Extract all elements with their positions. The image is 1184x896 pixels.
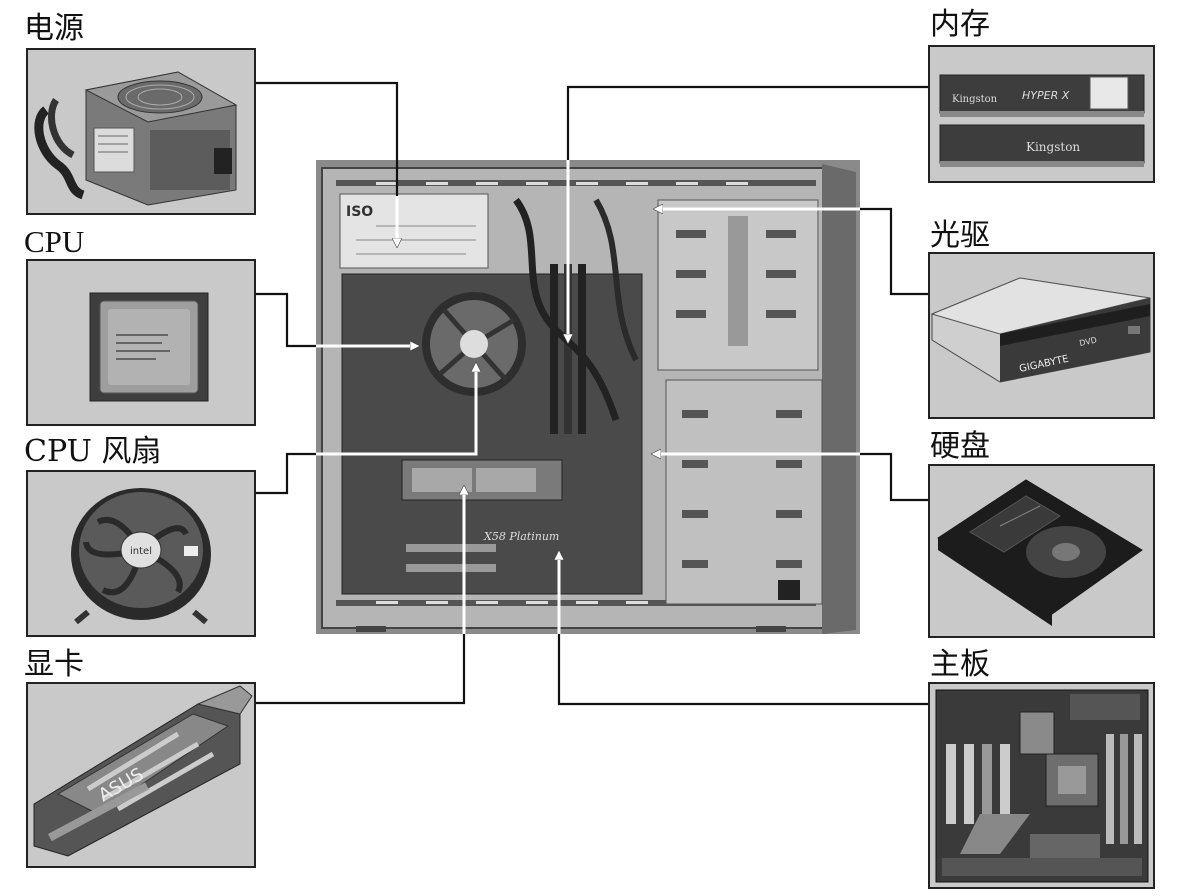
cpu-fan-connector xyxy=(256,452,316,495)
gpu-connector xyxy=(256,634,466,705)
ram-image: Kingston HYPER X Kingston xyxy=(928,45,1155,183)
optical-connector xyxy=(860,207,928,296)
cpu-fan-brand-text: intel xyxy=(130,546,152,557)
case-psu-brand-text: ISO xyxy=(346,204,373,220)
gpu-label: 显卡 xyxy=(24,647,84,682)
ram-label: 内存 xyxy=(930,7,990,42)
hdd-label: 硬盘 xyxy=(930,429,990,464)
ram-brand-text: Kingston xyxy=(952,94,998,105)
optical-drive-label: 光驱 xyxy=(930,218,990,253)
ram-series-text: HYPER X xyxy=(1022,89,1070,102)
psu-label: 电源 xyxy=(24,11,84,46)
psu-image xyxy=(26,48,256,215)
cpu-label: CPU xyxy=(24,224,85,259)
hdd-connector xyxy=(860,452,928,502)
cpu-connector xyxy=(256,292,316,348)
ram-brand-text-2: Kingston xyxy=(1026,140,1080,154)
case-board-text: X58 Platinum xyxy=(483,530,559,543)
cpu-fan-label: CPU 风扇 xyxy=(24,434,162,469)
motherboard-connector xyxy=(557,634,928,706)
optical-dvd-text: DVD xyxy=(1079,335,1098,347)
motherboard-image xyxy=(928,682,1155,889)
cpu-fan-image: intel xyxy=(26,470,256,637)
gpu-image: ASUS xyxy=(26,682,256,868)
cpu-image xyxy=(26,259,256,426)
computer-case-image: ISO X58 Platinum xyxy=(316,160,860,634)
ram-connector xyxy=(566,85,928,160)
optical-drive-image: GIGABYTE DVD xyxy=(928,252,1155,419)
hdd-image xyxy=(928,464,1155,638)
motherboard-label: 主板 xyxy=(930,647,990,682)
